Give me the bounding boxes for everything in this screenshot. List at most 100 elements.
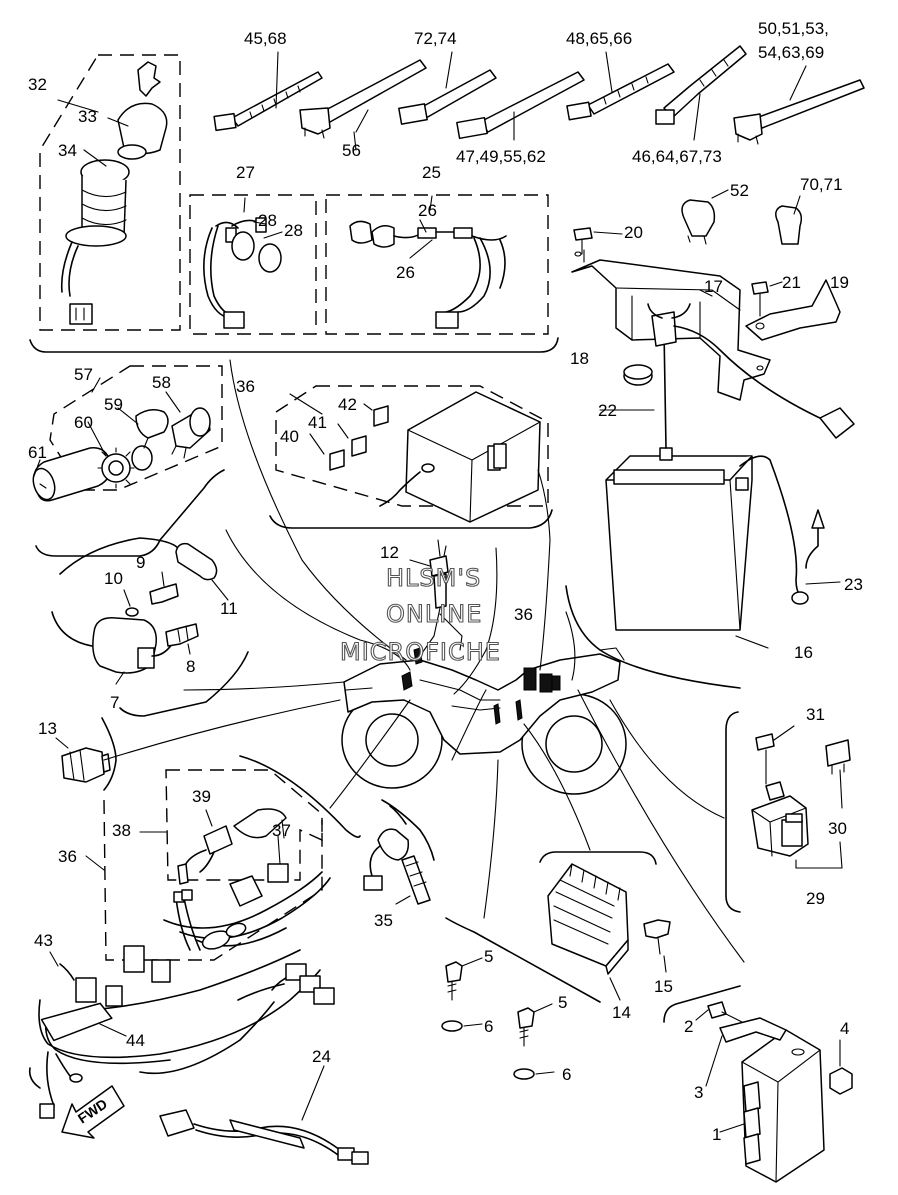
lead-wire-27 xyxy=(189,194,317,335)
callout-32: 32 xyxy=(28,75,47,94)
rectifier-group xyxy=(441,851,671,1080)
fuse-box-group xyxy=(269,385,553,529)
callout-3: 3 xyxy=(694,1083,703,1102)
callout-57: 57 xyxy=(74,365,93,384)
callout-28a: 28 xyxy=(258,211,277,230)
callout-36b: 36 xyxy=(514,605,533,624)
callout-25: 25 xyxy=(422,163,441,182)
main-harness-group xyxy=(28,949,369,1165)
atv-frame xyxy=(341,539,627,795)
socket-group xyxy=(32,365,225,557)
callout-15: 15 xyxy=(654,977,673,996)
callout-31: 31 xyxy=(806,705,825,724)
callout-42: 42 xyxy=(338,395,357,414)
sub-wire-25 xyxy=(325,194,549,335)
callout-30: 30 xyxy=(828,819,847,838)
wire-harness-group xyxy=(85,755,361,983)
sensor-35 xyxy=(363,799,435,905)
callout-5b: 5 xyxy=(558,993,567,1012)
callout-34: 34 xyxy=(58,141,77,160)
callout-4: 4 xyxy=(840,1019,849,1038)
callout-7: 7 xyxy=(110,693,119,712)
callout-1: 1 xyxy=(712,1125,721,1144)
callout-8: 8 xyxy=(186,657,195,676)
relay-group xyxy=(51,537,249,717)
cable-tie-48 xyxy=(566,63,675,121)
cable-tie-56 xyxy=(299,59,427,139)
starter-relay-group xyxy=(725,711,851,913)
callout-11: 11 xyxy=(220,599,238,618)
cable-tie-45 xyxy=(213,71,323,132)
callout-41: 41 xyxy=(308,413,327,432)
callout-27: 27 xyxy=(236,163,255,182)
callout-28b: 28 xyxy=(284,221,303,240)
callout-44: 44 xyxy=(126,1031,145,1050)
callout-36a: 36 xyxy=(236,377,255,396)
callout-21: 21 xyxy=(782,273,801,292)
callout-19: 19 xyxy=(830,273,849,292)
cable-ties-group xyxy=(213,45,865,151)
callout-38: 38 xyxy=(112,821,131,840)
callout-58: 58 xyxy=(152,373,171,392)
callout-47-49-55-62: 47,49,55,62 xyxy=(456,147,546,166)
callout-18: 18 xyxy=(570,349,589,368)
callout-59: 59 xyxy=(104,395,123,414)
cable-tie-47 xyxy=(456,71,585,140)
watermark: HLSM'S ONLINE MICROFICHE xyxy=(339,563,501,666)
cable-tie-50 xyxy=(733,79,865,145)
watermark-line-2: ONLINE xyxy=(386,600,482,628)
cdi-unit-group xyxy=(663,985,853,1183)
callout-14: 14 xyxy=(612,1003,631,1022)
cable-tie-46 xyxy=(655,45,747,125)
callout-56: 56 xyxy=(342,141,361,160)
callout-20: 20 xyxy=(624,223,643,242)
callout-50-51-53: 50,51,53, xyxy=(758,19,829,38)
callout-26b: 26 xyxy=(396,263,415,282)
fwd-arrow-icon: FWD xyxy=(61,1085,125,1139)
top-bracket xyxy=(29,337,559,353)
callout-6a: 6 xyxy=(484,1017,493,1036)
callout-labels: 1 2 3 4 5 5 6 6 7 8 9 10 11 12 13 14 15 … xyxy=(28,19,863,1144)
callout-17: 17 xyxy=(704,277,723,296)
main-switch-group xyxy=(39,54,181,331)
callout-43: 43 xyxy=(34,931,53,950)
callout-60: 60 xyxy=(74,413,93,432)
callout-26a: 26 xyxy=(418,201,437,220)
sensor-13 xyxy=(55,717,117,791)
gear-nut-icon xyxy=(97,447,135,489)
callout-23: 23 xyxy=(844,575,863,594)
callout-2: 2 xyxy=(684,1017,693,1036)
callout-10: 10 xyxy=(104,569,123,588)
callout-29: 29 xyxy=(806,889,825,908)
callout-35: 35 xyxy=(374,911,393,930)
callout-70-71: 70,71 xyxy=(800,175,843,194)
callout-5a: 5 xyxy=(484,947,493,966)
callout-6b: 6 xyxy=(562,1065,571,1084)
battery-group xyxy=(565,303,855,689)
callout-46-64-67-73: 46,64,67,73 xyxy=(632,147,722,166)
callout-72-74: 72,74 xyxy=(414,29,457,48)
callout-12: 12 xyxy=(380,543,399,562)
callout-16: 16 xyxy=(794,643,813,662)
callout-54-63-69: 54,63,69 xyxy=(758,43,824,62)
key-icon xyxy=(137,61,161,97)
callout-48-65-66: 48,65,66 xyxy=(566,29,632,48)
leader-lines xyxy=(103,359,745,963)
callout-33: 33 xyxy=(78,107,97,126)
callout-37: 37 xyxy=(272,821,291,840)
watermark-line-3: MICROFICHE xyxy=(340,638,501,666)
callout-39: 39 xyxy=(192,787,211,806)
callout-61: 61 xyxy=(28,443,47,462)
callout-22: 22 xyxy=(598,401,617,420)
callout-13: 13 xyxy=(38,719,57,738)
callout-9: 9 xyxy=(136,553,145,572)
watermark-line-1: HLSM'S xyxy=(386,564,481,592)
callout-24: 24 xyxy=(312,1047,331,1066)
cable-tie-72 xyxy=(398,69,497,125)
callout-45-68: 45,68 xyxy=(244,29,287,48)
callout-36c: 36 xyxy=(58,847,77,866)
callout-40: 40 xyxy=(280,427,299,446)
callout-52: 52 xyxy=(730,181,749,200)
